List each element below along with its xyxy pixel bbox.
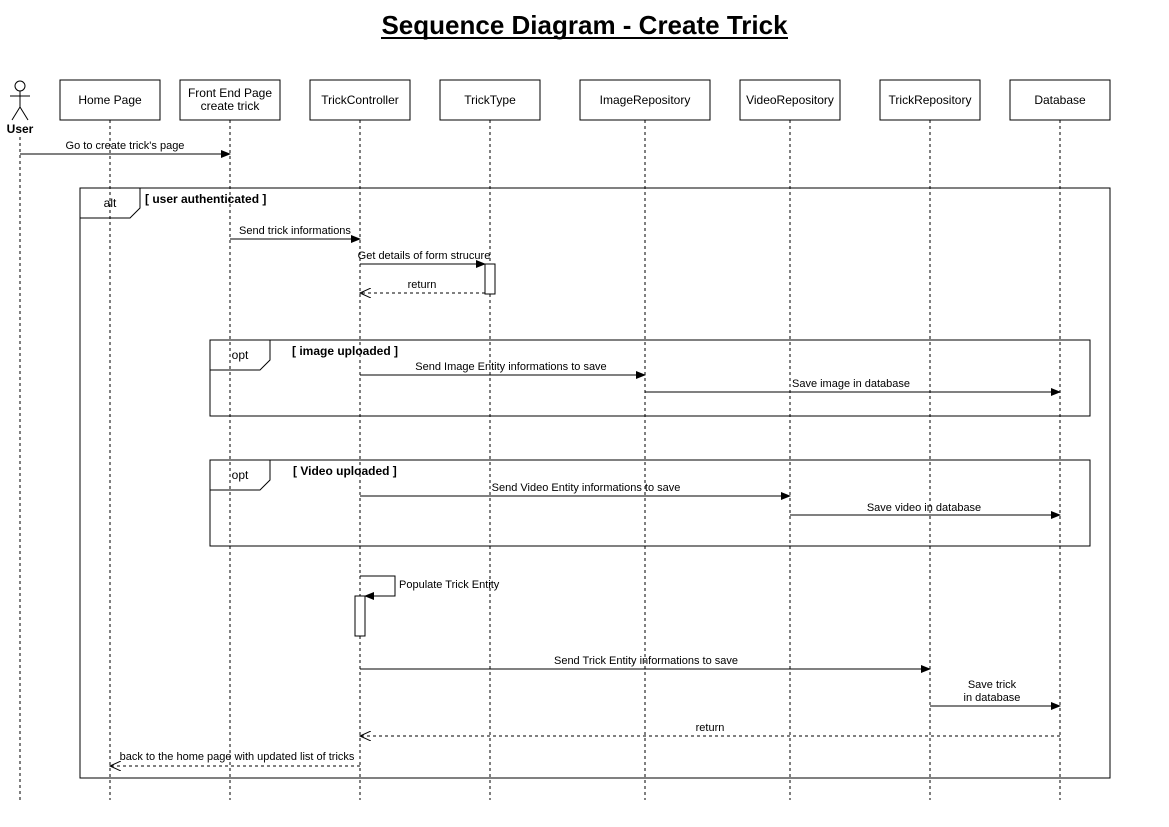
actor-label: User — [7, 122, 34, 136]
participant-trick-type — [439, 79, 541, 121]
opt-video-fragment-operator: opt — [232, 468, 249, 482]
alt-fragment-operator: alt — [104, 196, 117, 210]
participant-trick-controller — [309, 79, 411, 121]
participant-home-page — [59, 79, 161, 121]
opt-video-fragment — [209, 459, 1091, 547]
activation-trick-controller — [354, 595, 366, 637]
alt-fragment — [79, 187, 1111, 779]
participant-image-repository-label: ImageRepository — [600, 93, 691, 107]
participant-front-end-page — [179, 79, 281, 121]
participant-trick-repository — [879, 79, 981, 121]
message-send-trick-info-label: Send trick informations — [239, 225, 351, 237]
participant-video-repository-label: VideoRepository — [746, 93, 834, 107]
participant-home-page-label: Home Page — [78, 93, 142, 107]
alt-fragment-guard: [ user authenticated ] — [145, 192, 266, 206]
opt-image-fragment-operator: opt — [232, 348, 249, 362]
participant-image-repository — [579, 79, 711, 121]
message-save-video-label: Save video in database — [867, 502, 981, 514]
message-save-image-label: Save image in database — [792, 378, 910, 390]
participant-trick-type-label: TrickType — [464, 93, 516, 107]
opt-video-fragment-guard: [ Video uploaded ] — [293, 464, 397, 478]
message-populate-trick-entity — [360, 575, 396, 600]
message-send-video-entity-label: Send Video Entity informations to save — [492, 482, 681, 494]
user-actor-icon — [10, 80, 30, 121]
message-send-image-entity-label: Send Image Entity informations to save — [415, 361, 606, 373]
activation-trick-type — [484, 263, 496, 295]
message-go-to-create-page-label: Go to create trick's page — [66, 140, 185, 152]
participant-video-repository — [739, 79, 841, 121]
message-return-form-details-label: return — [408, 279, 437, 291]
opt-video-fragment-tab — [210, 460, 271, 491]
alt-fragment-tab — [80, 188, 141, 219]
opt-image-fragment-tab — [210, 340, 271, 371]
message-populate-trick-entity-label: Populate Trick Entity — [399, 579, 500, 591]
participant-database-label: Database — [1034, 93, 1086, 107]
opt-image-fragment-guard: [ image uploaded ] — [292, 344, 398, 358]
message-get-form-details-label: Get details of form strucure — [358, 250, 491, 262]
participant-database — [1009, 79, 1111, 121]
message-back-to-home-label: back to the home page with updated list … — [120, 751, 355, 763]
message-return-database-label: return — [696, 722, 725, 734]
diagram-title: Sequence Diagram - Create Trick — [381, 10, 788, 40]
participant-trick-repository-label: TrickRepository — [889, 93, 972, 107]
message-send-trick-entity-label: Send Trick Entity informations to save — [554, 655, 738, 667]
opt-image-fragment — [209, 339, 1091, 417]
participant-trick-controller-label: TrickController — [321, 93, 399, 107]
